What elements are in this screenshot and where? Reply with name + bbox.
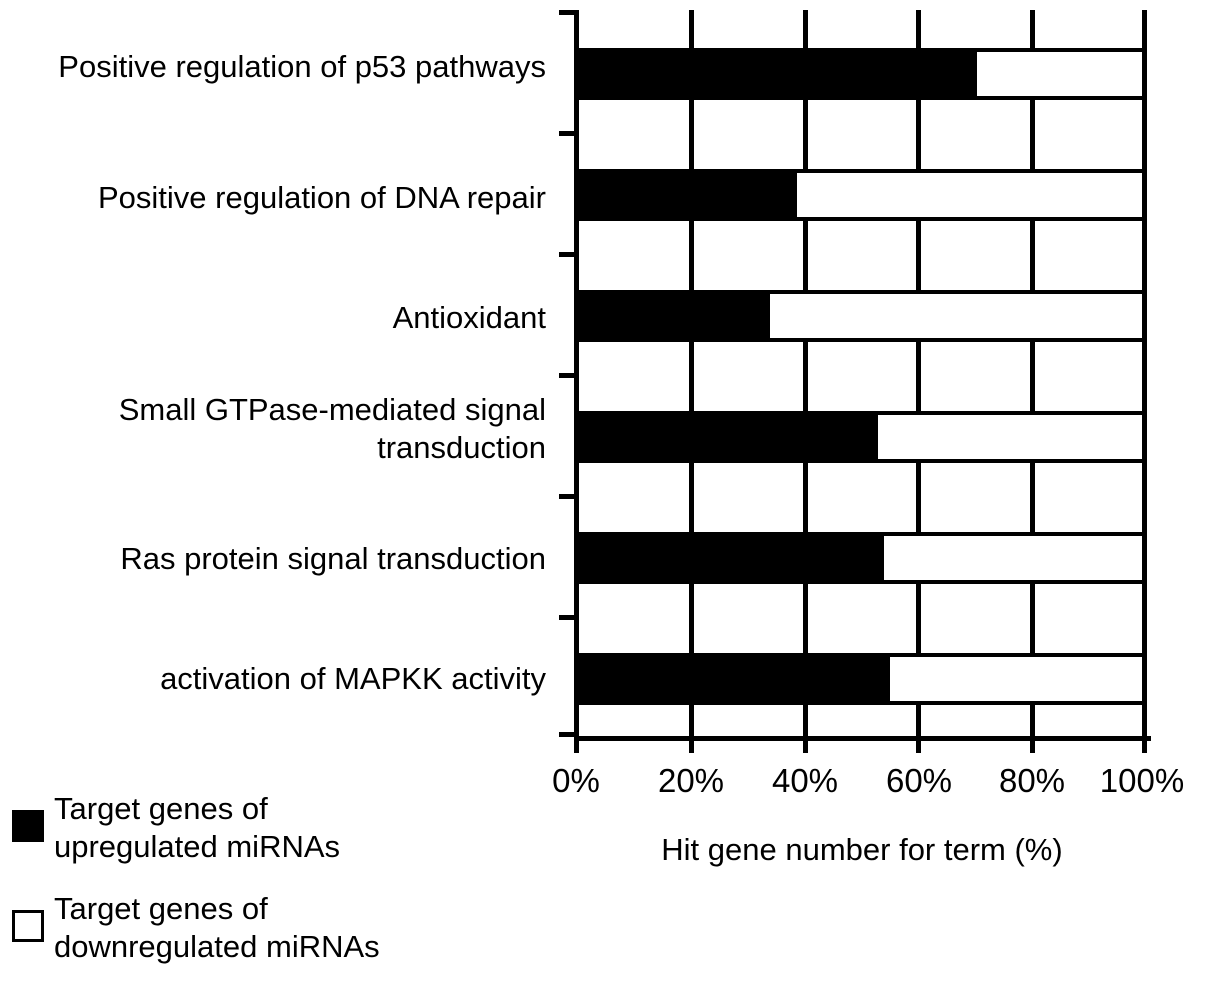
x-tick-label-0: 0% [552,762,600,799]
x-tick-100 [1142,741,1147,753]
x-tick-label-20: 20% [657,762,725,799]
bar-segment-upregulated [578,532,884,584]
bar-row[interactable] [578,169,1146,221]
x-axis-title: Hit gene number for term (%) [661,832,1063,867]
y-tick-6 [559,732,575,737]
x-tick-0 [574,741,579,753]
x-tick-60 [916,741,921,753]
category-label-text: Small GTPase-mediated signal transductio… [118,392,546,465]
category-label-text: Antioxidant [392,300,546,335]
y-tick-1 [559,131,575,136]
y-tick-2 [559,252,575,257]
category-label-text: Ras protein signal transduction [120,541,546,576]
x-tick-40 [803,741,808,753]
bar-segment-upregulated [578,411,878,463]
category-label-text: activation of MAPKK activity [160,661,546,696]
chart-legend: Target genes of upregulated miRNAs Targe… [12,788,532,988]
bar-row[interactable] [578,653,1146,705]
legend-label: Target genes of downregulated miRNAs [54,891,380,964]
y-tick-5 [559,615,575,620]
y-tick-0 [559,10,575,15]
y-axis-line [574,10,579,736]
category-label-3: Small GTPase-mediated signal transductio… [0,391,562,467]
gridline-80 [1030,10,1035,736]
category-label-text: Positive regulation of DNA repair [97,180,546,215]
x-tick-20 [689,741,694,753]
gridline-40 [803,10,808,736]
hollow-square-icon [12,910,44,942]
bar-segment-upregulated [578,653,890,705]
category-label-1: Positive regulation of DNA repair [0,179,562,217]
x-tick-label-80: 80% [998,762,1066,799]
legend-label: Target genes of upregulated miRNAs [54,791,341,864]
category-label-2: Antioxidant [0,299,562,337]
y-tick-3 [559,373,575,378]
x-tick-80 [1030,741,1035,753]
gridline-60 [916,10,921,736]
category-label-text: Positive regulation of p53 pathways [58,49,546,84]
category-label-0: Positive regulation of p53 pathways [0,48,562,86]
bar-row[interactable] [578,411,1146,463]
x-tick-label-100: 100% [1099,762,1185,799]
filled-square-icon [12,810,44,842]
bar-row[interactable] [578,48,1146,100]
y-tick-4 [559,494,575,499]
x-axis-line [574,736,1151,741]
legend-entry-upregulated[interactable]: Target genes of upregulated miRNAs [12,788,532,866]
bar-segment-upregulated [578,48,977,100]
category-label-5: activation of MAPKK activity [0,660,562,698]
gridline-20 [689,10,694,736]
bar-row[interactable] [578,532,1146,584]
bar-segment-upregulated [578,290,770,342]
x-tick-label-40: 40% [771,762,839,799]
x-tick-label-60: 60% [885,762,953,799]
legend-entry-downregulated[interactable]: Target genes of downregulated miRNAs [12,888,532,966]
plot-area: 0% 20% 40% 60% 80% 100% [552,10,1184,799]
gridline-100 [1142,10,1147,736]
category-label-4: Ras protein signal transduction [0,540,562,578]
bar-row[interactable] [578,290,1146,342]
bar-segment-upregulated [578,169,797,221]
